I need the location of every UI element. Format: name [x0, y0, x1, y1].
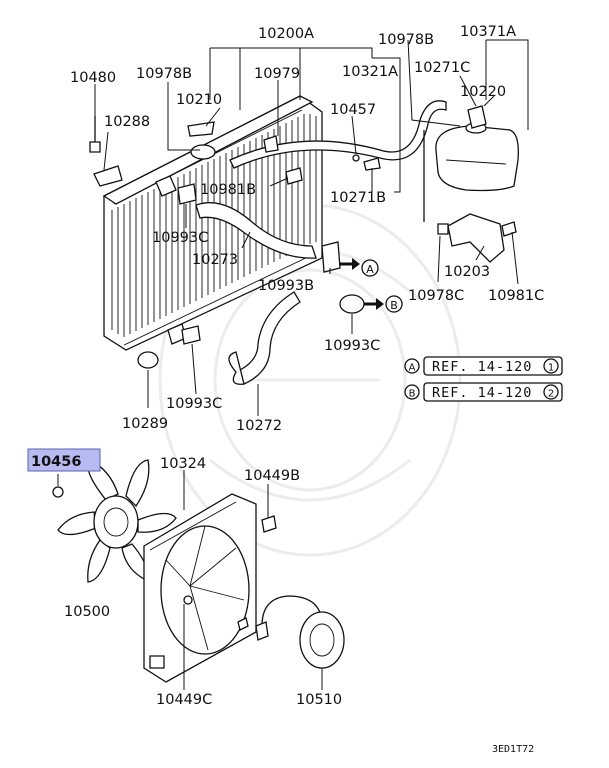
- ref-b-num: 2: [548, 389, 554, 400]
- label-10978B-left[interactable]: 10978B: [136, 66, 192, 82]
- label-10480[interactable]: 10480: [70, 70, 116, 86]
- label-10510[interactable]: 10510: [296, 692, 342, 708]
- marker-b-label: B: [390, 299, 398, 312]
- label-10220[interactable]: 10220: [460, 84, 506, 100]
- marker-b-circle: [385, 295, 403, 313]
- label-10272[interactable]: 10272: [236, 418, 282, 434]
- label-10993C-3[interactable]: 10993C: [166, 396, 222, 412]
- overflow-hose[interactable]: [229, 100, 447, 169]
- label-10288[interactable]: 10288: [104, 114, 150, 130]
- label-10993C-1[interactable]: 10993C: [152, 230, 208, 246]
- radiator-core[interactable]: [102, 95, 323, 351]
- fan-shroud[interactable]: [143, 493, 257, 683]
- ref-box-b[interactable]: B REF. 14-120 2: [404, 382, 563, 402]
- ref-b-text: REF. 14-120: [432, 385, 532, 401]
- label-10456[interactable]: 10456: [31, 454, 81, 470]
- part-labels: 10200A 10978B 10371A 10480 10978B 10979 …: [31, 24, 544, 708]
- label-10449C[interactable]: 10449C: [156, 692, 212, 708]
- label-10500[interactable]: 10500: [64, 604, 110, 620]
- label-10271C[interactable]: 10271C: [414, 60, 470, 76]
- label-10993B[interactable]: 10993B: [258, 278, 314, 294]
- label-10981C[interactable]: 10981C: [488, 288, 544, 304]
- label-10273[interactable]: 10273: [192, 252, 238, 268]
- upper-radiator-hose[interactable]: [195, 202, 317, 259]
- ref-a-num: 1: [548, 363, 554, 374]
- ref-box-a[interactable]: A REF. 14-120 1: [404, 356, 563, 376]
- small-hardware[interactable]: [89, 116, 517, 369]
- label-10203[interactable]: 10203: [444, 264, 490, 280]
- marker-a-label: A: [366, 263, 374, 276]
- label-10200A[interactable]: 10200A: [258, 26, 314, 42]
- label-10457[interactable]: 10457: [330, 102, 376, 118]
- ref-arrows: [340, 258, 384, 310]
- tank-bracket[interactable]: [447, 213, 505, 263]
- label-10981B[interactable]: 10981B: [200, 182, 256, 198]
- ref-b-marker: B: [409, 389, 416, 400]
- label-10289[interactable]: 10289: [122, 416, 168, 432]
- reserve-tank[interactable]: [435, 105, 519, 192]
- diagram-code: 3ED1T72: [492, 744, 534, 755]
- leader-lines: [57, 39, 529, 690]
- lower-hose-bend[interactable]: [228, 351, 245, 385]
- fan-nut[interactable]: [52, 486, 64, 498]
- label-10371A[interactable]: 10371A: [460, 24, 516, 40]
- cooling-fan[interactable]: [57, 459, 177, 583]
- fan-motor[interactable]: [255, 595, 345, 669]
- shroud-bolt[interactable]: [261, 515, 277, 533]
- label-10271B[interactable]: 10271B: [330, 190, 386, 206]
- lower-radiator-hose[interactable]: [235, 291, 301, 385]
- label-10979[interactable]: 10979: [254, 66, 300, 82]
- label-10321A[interactable]: 10321A: [342, 64, 398, 80]
- label-10449B[interactable]: 10449B: [244, 468, 300, 484]
- highlight-10456: [27, 448, 101, 472]
- marker-a-circle: [361, 259, 379, 277]
- label-10210[interactable]: 10210: [176, 92, 222, 108]
- label-10324[interactable]: 10324: [160, 456, 206, 472]
- label-10978C[interactable]: 10978C: [408, 288, 464, 304]
- ref-a-marker: A: [409, 363, 416, 374]
- label-10978B-top[interactable]: 10978B: [378, 32, 434, 48]
- ref-a-text: REF. 14-120: [432, 359, 532, 375]
- hose-clamps[interactable]: [177, 183, 365, 345]
- label-10993C-2[interactable]: 10993C: [324, 338, 380, 354]
